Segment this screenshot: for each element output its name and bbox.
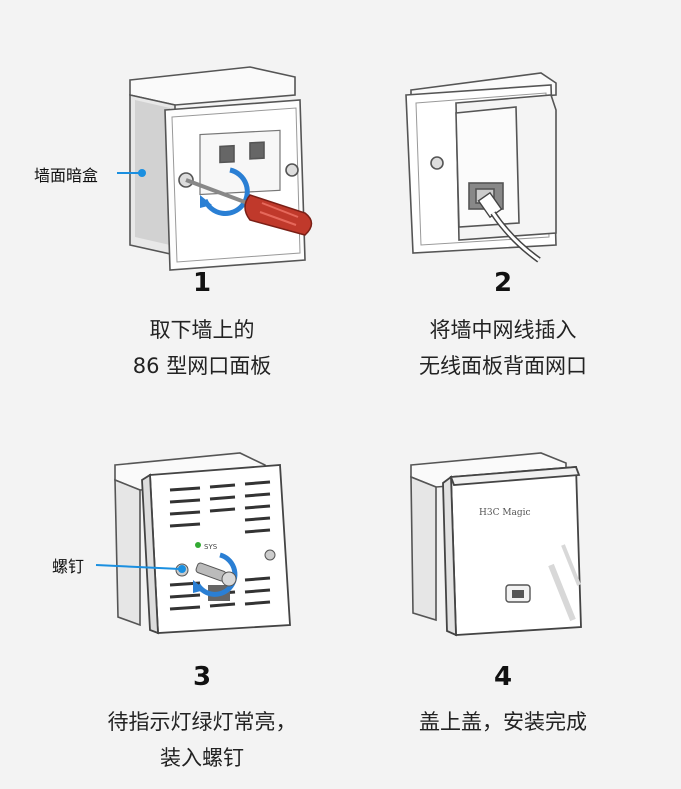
wall-box <box>129 66 296 256</box>
step-caption: 将墙中网线插入 无线面板背面网口 <box>419 318 587 378</box>
step-number: 1 <box>192 268 212 298</box>
callout-line <box>95 564 181 570</box>
callout-screw: 螺钉 <box>52 557 85 576</box>
rotate-arrow-icon <box>202 167 250 216</box>
panel-label-sys: SYS <box>204 543 218 551</box>
step-4: H3C Magic 4 盖上盖，安装完成 <box>341 420 681 789</box>
brand-logo: H3C Magic <box>479 508 531 518</box>
callout-wall-box: 墙面暗盒 <box>34 166 99 185</box>
step-2-illustration <box>405 72 557 263</box>
step-caption: 取下墙上的 86 型网口面板 <box>132 318 272 378</box>
step-number: 4 <box>493 662 513 692</box>
step-1-illustration <box>117 66 313 271</box>
step-number: 2 <box>493 268 513 298</box>
network-cable-icon <box>477 191 541 263</box>
step-4-illustration: H3C Magic <box>410 452 582 637</box>
screw-icon <box>195 562 237 587</box>
step-3-illustration: SYS <box>95 452 291 635</box>
front-port-icon <box>505 584 531 603</box>
wireless-panel-front <box>442 466 582 637</box>
step-2: 2 将墙中网线插入 无线面板背面网口 <box>341 0 681 400</box>
vent-slots <box>169 480 271 611</box>
status-led <box>195 542 201 548</box>
screwdriver-icon <box>185 178 313 236</box>
step-1: 墙面暗盒 1 取下墙上的 86 型网口面板 <box>0 0 340 400</box>
faceplate-86 <box>164 99 306 271</box>
step-caption: 待指示灯绿灯常亮， 装入螺钉 <box>107 710 297 770</box>
step-3: SYS 螺钉 3 待指示灯绿灯常亮， 装入螺钉 <box>0 420 340 789</box>
step-caption: 盖上盖，安装完成 <box>419 710 587 734</box>
wireless-panel-back <box>455 94 557 241</box>
step-number: 3 <box>192 662 212 692</box>
